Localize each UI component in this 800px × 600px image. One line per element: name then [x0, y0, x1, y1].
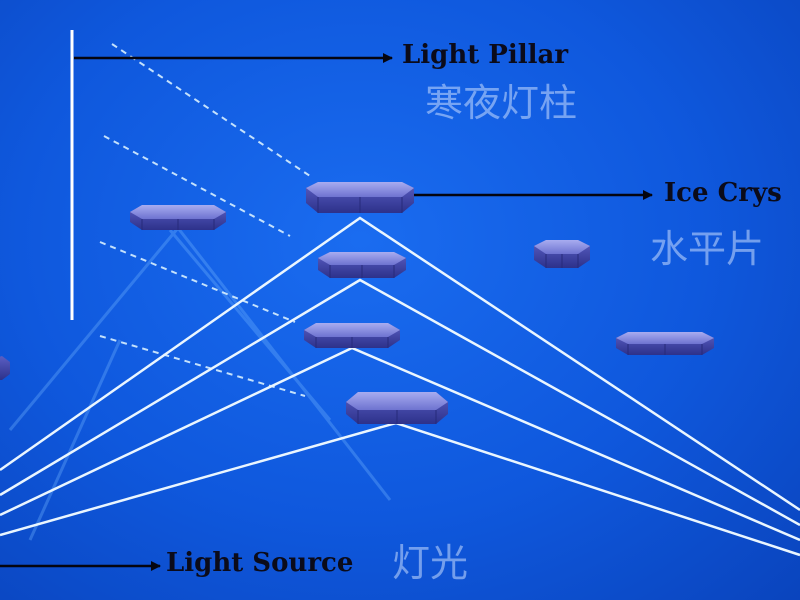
ghost-rays [8, 227, 392, 541]
crystal-edge-left [0, 356, 10, 380]
crystal-main [306, 182, 414, 213]
light-pillar-label: Light Pillar [402, 40, 569, 70]
ice-crystal-label-zh: 水平片 [650, 227, 765, 271]
crystal-right-1 [534, 240, 590, 268]
crystal-3 [304, 323, 400, 348]
light-source-label-zh: 灯光 [392, 541, 469, 585]
light-source-label: Light Source [166, 548, 354, 578]
ray-crystal-1 [0, 216, 800, 512]
arrows [0, 53, 653, 571]
light-pillar-label-zh: 寒夜灯柱 [425, 81, 578, 125]
ice-crystal-label: Ice Crys [664, 178, 782, 208]
crystal-right-2 [616, 332, 714, 355]
crystal-2 [318, 252, 406, 278]
crystal-4 [346, 392, 448, 424]
ray-crystal-2 [0, 278, 800, 527]
ray-crystal-3 [0, 346, 800, 542]
crystal-left [130, 205, 226, 230]
